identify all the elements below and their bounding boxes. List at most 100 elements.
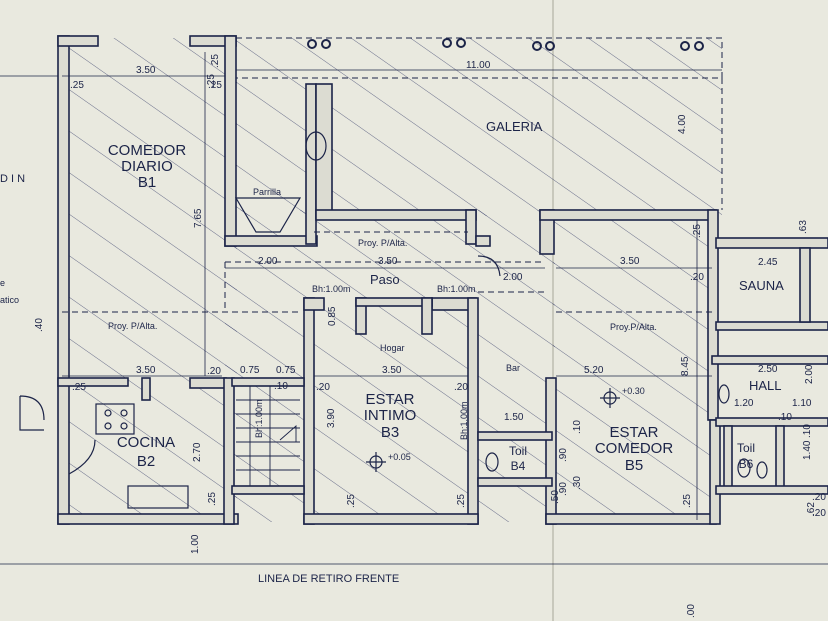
- dim-765: 7.65: [193, 208, 204, 228]
- dim-10-c: .10: [778, 412, 792, 423]
- room-hall-name: HALL: [749, 378, 782, 393]
- dim-20-a: .20: [207, 366, 221, 377]
- proy-label-3: Proy.P/Alta.: [610, 322, 657, 332]
- room-paso-name: Paso: [370, 272, 400, 287]
- dim-350-paso: 3.50: [378, 256, 398, 267]
- dim-90-a: .90: [558, 448, 569, 462]
- room-b5-code: B5: [625, 457, 643, 474]
- room-b5-name: ESTAR: [610, 424, 659, 441]
- dimension-lines: [0, 52, 828, 565]
- room-b3-code: B3: [381, 424, 399, 441]
- dashed-outlines: [62, 37, 723, 313]
- dim-350-b3: 3.50: [382, 365, 402, 376]
- dim-150: 1.50: [504, 412, 524, 423]
- room-b1-name-2: DIARIO: [121, 158, 173, 175]
- dim-25-b: .25: [70, 80, 84, 91]
- walls: [57, 35, 828, 525]
- level-b3: +0.05: [388, 452, 411, 462]
- room-sauna-name: SAUNA: [739, 278, 784, 293]
- room-galeria-name: GALERIA: [486, 119, 543, 134]
- dim-20-d: .20: [690, 272, 704, 283]
- bh-label-4: Bh:1.00m: [459, 401, 469, 440]
- dim-30: .30: [572, 476, 583, 490]
- dim-20-e: .20: [812, 492, 826, 503]
- dim-350-b1: 3.50: [136, 65, 156, 76]
- dimension-labels: 3.50 .25 .25 .25 11.00 4.00 7.65 2.00 3.…: [34, 54, 826, 618]
- dim-50: .50: [550, 490, 561, 504]
- parrilla-fixtures: [234, 131, 327, 233]
- room-b2-name: COCINA: [117, 434, 175, 451]
- dim-250: 2.50: [758, 364, 778, 375]
- atico-label: atico: [0, 295, 19, 305]
- dim-25-j: .25: [206, 74, 217, 88]
- dim-200-a: 2.00: [258, 256, 278, 267]
- dim-075-b: 0.75: [276, 365, 296, 376]
- dim-10-a: .10: [274, 381, 288, 392]
- dim-390: 3.90: [326, 408, 337, 428]
- bh-label-1: Bh:1.00m: [312, 284, 351, 294]
- room-b6-name: Toil: [737, 441, 755, 455]
- dim-20-b: .20: [316, 382, 330, 393]
- stair: [236, 386, 300, 486]
- dim-25-d: .25: [346, 494, 357, 508]
- room-b2-code: B2: [137, 453, 155, 470]
- proy-label-2: Proy. P/Alta.: [108, 321, 157, 331]
- dim-350-b5: 3.50: [620, 256, 640, 267]
- room-b3-name-2: INTIMO: [364, 407, 417, 424]
- e-label: e: [0, 278, 5, 288]
- dim-25-g: .25: [682, 494, 693, 508]
- dim-25-e: .25: [456, 494, 467, 508]
- dim-085: 0.85: [327, 306, 338, 326]
- room-b6-code: B6: [739, 457, 754, 471]
- kitchen-fixtures: [68, 403, 189, 509]
- retiro-label: LINEA DE RETIRO FRENTE: [258, 573, 399, 585]
- dim-62: .62: [806, 502, 817, 516]
- dim-25-c: .25: [208, 80, 222, 91]
- dim-140: 1.40: [802, 440, 813, 460]
- dim-25-i: .25: [72, 382, 86, 393]
- dim-120: 1.20: [734, 398, 754, 409]
- bh-label-3: Bh:1.00m: [254, 399, 264, 438]
- dim-20-f: .20: [812, 508, 826, 519]
- parrilla-label: Parrilla: [253, 187, 281, 197]
- dim-20-c: .20: [454, 382, 468, 393]
- annotation-labels: Parrilla Hogar Bar Proy. P/Alta. Proy. P…: [0, 173, 657, 585]
- dim-10-d: .10: [802, 424, 813, 438]
- dim-63: .63: [798, 220, 809, 234]
- dim-00: .00: [686, 604, 697, 618]
- bathroom-fixtures: [19, 255, 768, 479]
- dim-200-c: 2.00: [804, 364, 815, 384]
- columns: [307, 38, 704, 51]
- jardin-label: D I N: [0, 173, 25, 185]
- room-b4-name: Toil: [509, 444, 527, 458]
- dim-25-f: .25: [692, 224, 703, 238]
- dim-25-a: .25: [210, 54, 221, 68]
- dim-400: 4.00: [677, 114, 688, 134]
- dim-25-h: .25: [207, 492, 218, 506]
- dim-075-a: 0.75: [240, 365, 260, 376]
- dim-520: 5.20: [584, 365, 604, 376]
- dim-100: 1.00: [190, 534, 201, 554]
- dim-40: .40: [34, 318, 45, 332]
- room-labels: COMEDOR DIARIO B1 COCINA B2 ESTAR INTIMO…: [108, 119, 784, 474]
- bh-label-2: Bh:1.00m: [437, 284, 476, 294]
- bar-label: Bar: [506, 363, 520, 373]
- dim-270: 2.70: [192, 442, 203, 462]
- level-markers: [366, 388, 620, 472]
- dim-845: 8.45: [680, 356, 691, 376]
- room-b3-name: ESTAR: [366, 391, 415, 408]
- room-b1-code: B1: [138, 174, 156, 191]
- level-b5: +0.30: [622, 386, 645, 396]
- dim-245: 2.45: [758, 257, 778, 268]
- room-b5-name-2: COMEDOR: [595, 440, 674, 457]
- dim-350-b2: 3.50: [136, 365, 156, 376]
- hogar-label: Hogar: [380, 343, 405, 353]
- room-b1-name: COMEDOR: [108, 142, 187, 159]
- proy-label-1: Proy. P/Alta.: [358, 238, 407, 248]
- dim-10-b: .10: [572, 420, 583, 434]
- room-b4-code: B4: [511, 459, 526, 473]
- dim-200-b: 2.00: [503, 272, 523, 283]
- dim-110: 1.10: [792, 398, 812, 409]
- dim-1100: 11.00: [466, 60, 491, 71]
